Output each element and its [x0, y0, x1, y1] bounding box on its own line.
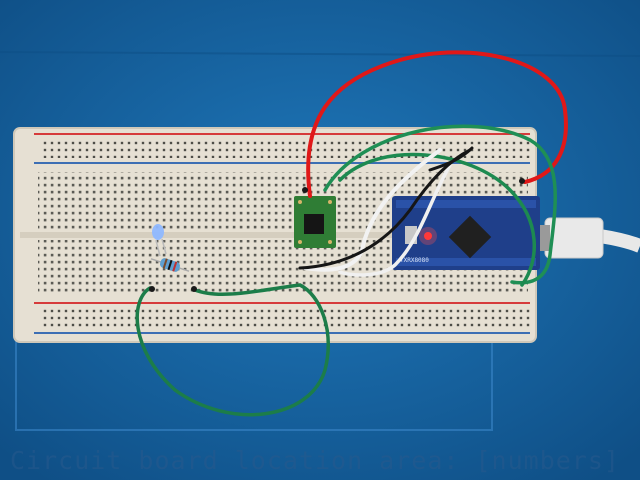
wire-ends — [149, 178, 525, 292]
wire-red — [306, 50, 568, 198]
wire-white-2 — [338, 163, 452, 277]
wire-green-2 — [338, 152, 537, 287]
microcontroller-chip — [448, 215, 492, 259]
rail-holes-top — [40, 138, 530, 158]
mat-edge — [0, 51, 640, 57]
center-channel — [20, 232, 530, 238]
led — [152, 224, 167, 257]
wires — [135, 50, 568, 417]
wire-green-1 — [323, 124, 557, 285]
rail-holes-bottom — [40, 307, 530, 327]
power-led — [424, 232, 432, 240]
arduino-nano: TXRX8080 — [392, 196, 540, 270]
board-label: TXRX8080 — [400, 257, 429, 264]
driver-module — [294, 196, 336, 248]
wire-green-3 — [135, 283, 330, 417]
resistor — [150, 258, 190, 272]
wire-black-2 — [428, 146, 474, 172]
wire-white-1 — [303, 148, 442, 272]
watermark-caption: Circuit board location area: [numbers] — [10, 446, 620, 475]
